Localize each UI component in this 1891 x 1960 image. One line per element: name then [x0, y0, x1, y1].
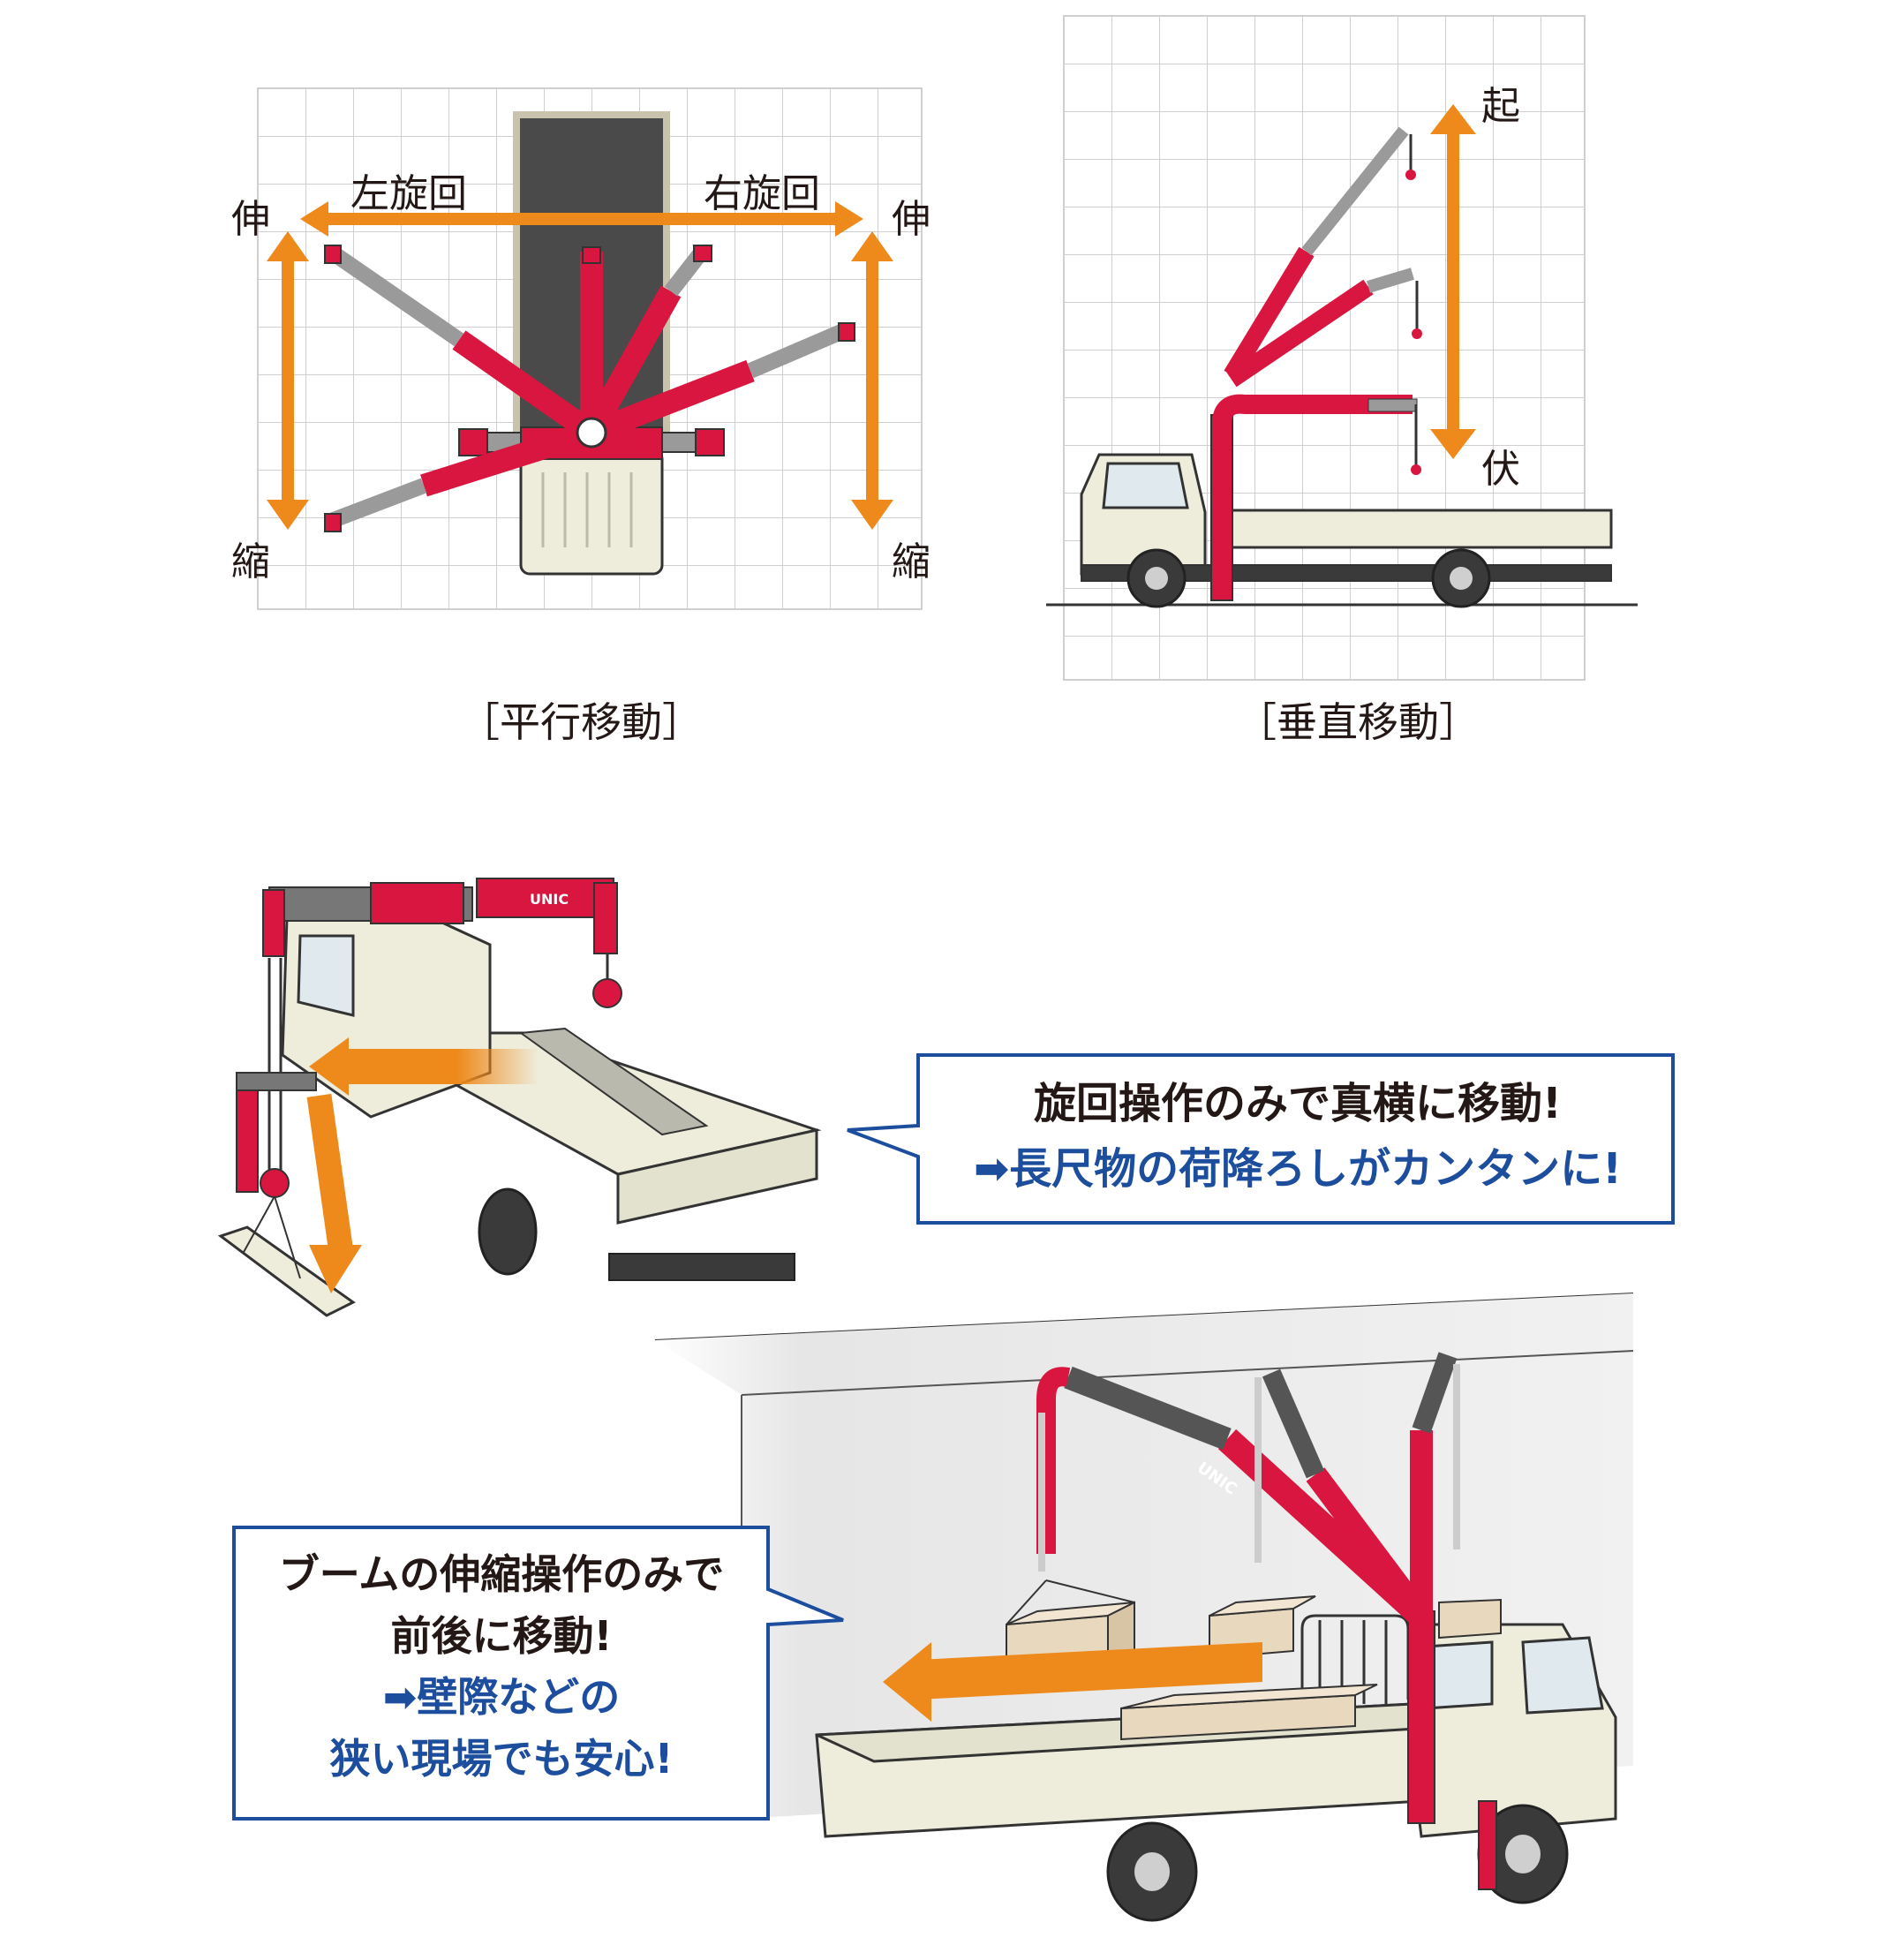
callout-bottom-line2: 前後に移動! [390, 1611, 613, 1660]
lower-label: 伏 [1481, 447, 1520, 492]
callout-top [847, 1053, 1675, 1225]
callout-bottom [232, 1526, 844, 1821]
retract-right-label: 縮 [892, 539, 930, 584]
left-rotate-label: 左旋回 [350, 171, 467, 216]
boom-positions [326, 245, 847, 529]
callout-top-line1: 旋回操作のみで真横に移動! [1034, 1079, 1562, 1128]
horizontal-caption: ［平行移動］ [459, 698, 703, 746]
forward-back-arrow [918, 1642, 1262, 1700]
swing-arrow [335, 1049, 539, 1084]
drop-arrow [306, 1093, 354, 1255]
horizontal-diagram [257, 87, 923, 610]
callout-bottom-line3: ➡壁際などの [382, 1673, 621, 1721]
extend-right-label: 伸 [892, 197, 930, 242]
vertical-caption: ［垂直移動］ [1236, 698, 1480, 746]
callout-top-line2: ➡長尺物の荷降ろしがカンタンに! [973, 1144, 1623, 1194]
boom-brand-label: UNIC [530, 891, 569, 908]
truck-side-view [1080, 453, 1613, 608]
right-rotate-label: 右旋回 [704, 171, 820, 216]
callout-bottom-text: ブームの伸縮操作のみで 前後に移動! ➡壁際などの 狭い現場でも安心! [237, 1549, 766, 1784]
extend-left-label: 伸 [231, 197, 270, 242]
boom-pivot [576, 417, 607, 449]
vertical-diagram [1046, 15, 1638, 681]
callout-bottom-line1: ブームの伸縮操作のみで [278, 1550, 725, 1598]
raise-lower-arrow [1430, 104, 1476, 459]
raise-label: 起 [1481, 84, 1520, 129]
callout-top-text: 旋回操作のみで真横に移動! ➡長尺物の荷降ろしがカンタンに! [923, 1077, 1673, 1195]
retract-left-label: 縮 [231, 539, 270, 584]
truck-rotation-illustration: UNIC [217, 878, 822, 1317]
extend-retract-arrow-left [267, 231, 309, 530]
rotation-arrow [300, 201, 863, 237]
extend-retract-arrow-right [851, 231, 893, 530]
callout-bottom-line4: 狭い現場でも安心! [329, 1734, 674, 1783]
